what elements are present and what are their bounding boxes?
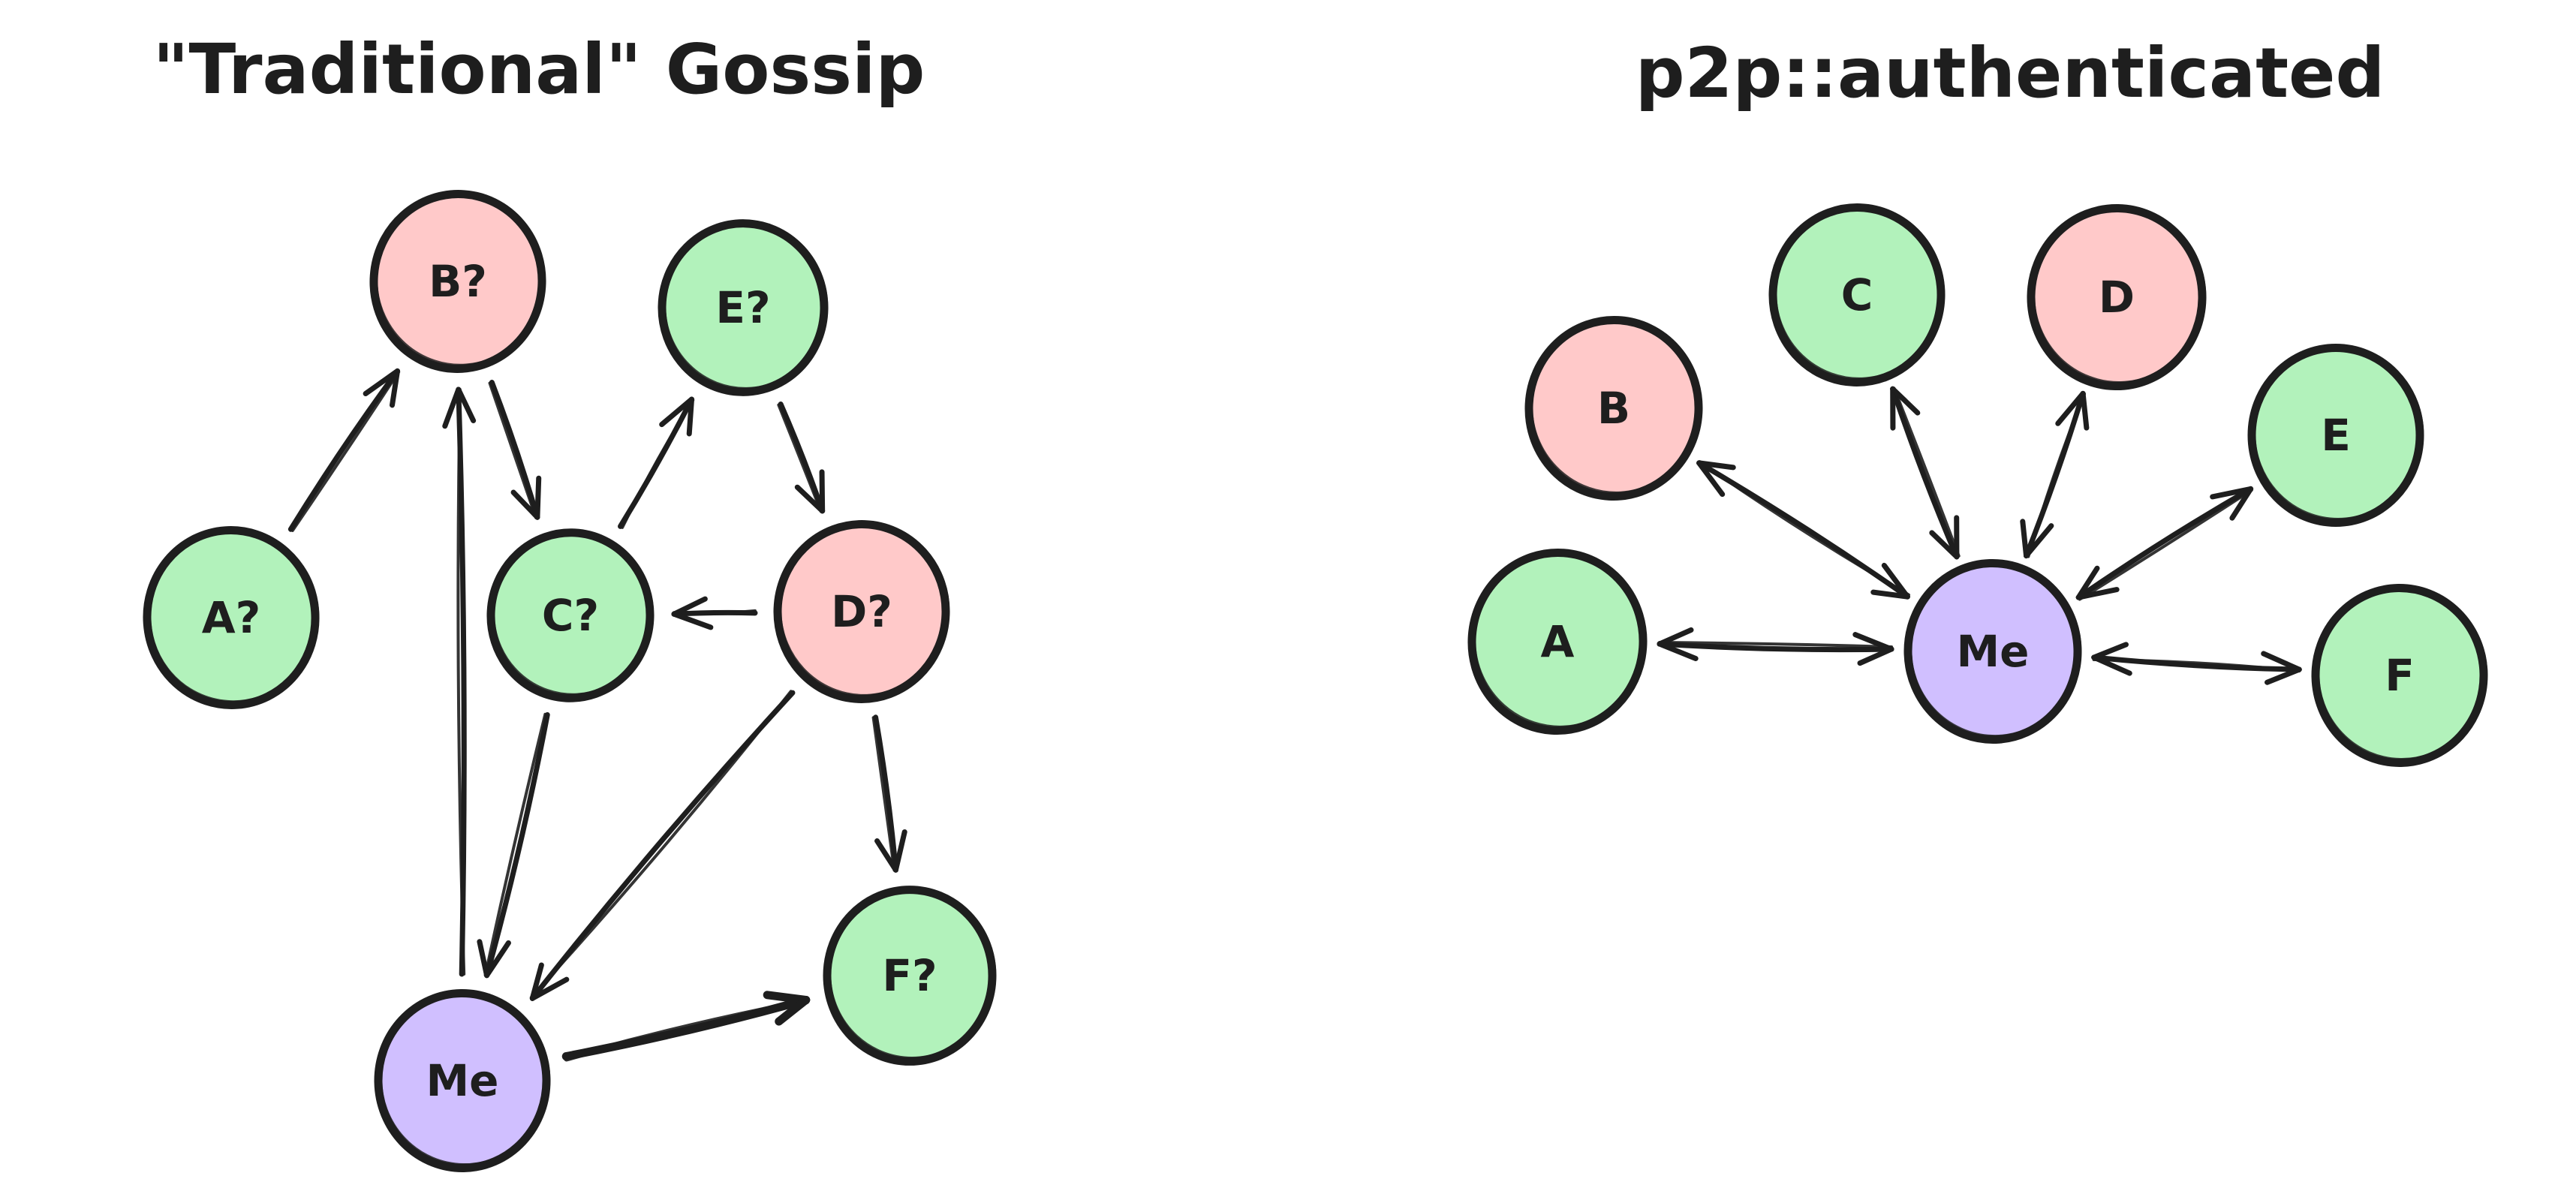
edge-me-b xyxy=(442,386,477,977)
edge-c-me xyxy=(477,711,550,979)
edge-me-a xyxy=(1657,627,1894,666)
node-label-traditional-gossip-a: A? xyxy=(202,592,261,643)
node-label-p2p-authenticated-d: D xyxy=(2099,272,2135,323)
right-diagram: A B C D E F Me xyxy=(1467,203,2488,767)
edge-me-c xyxy=(1890,386,1961,560)
node-label-p2p-authenticated-b: B xyxy=(1597,383,1630,434)
node-label-traditional-gossip-f: F? xyxy=(882,950,937,1001)
edge-a-b xyxy=(287,368,401,532)
edge-me-e xyxy=(2075,486,2254,601)
edge-d-f xyxy=(871,714,907,873)
node-p2p-authenticated-f: F xyxy=(2311,584,2488,767)
node-label-p2p-authenticated-f: F xyxy=(2385,650,2415,701)
node-label-traditional-gossip-b: B? xyxy=(429,256,487,307)
left-diagram-title: "Traditional" Gossip xyxy=(153,29,925,110)
node-label-p2p-authenticated-c: C xyxy=(1841,269,1873,320)
edge-me-f xyxy=(2091,642,2302,685)
edge-d-me xyxy=(529,690,796,1001)
node-p2p-authenticated-c: C xyxy=(1768,203,1946,386)
left-diagram: A? B? C? D? E? F? Me xyxy=(143,190,997,1172)
node-p2p-authenticated-me: Me xyxy=(1903,558,2082,744)
node-label-p2p-authenticated-e: E xyxy=(2321,410,2351,461)
node-p2p-authenticated-a: A xyxy=(1467,548,1648,735)
edge-d-c xyxy=(671,596,758,630)
node-label-traditional-gossip-me: Me xyxy=(426,1055,498,1106)
node-label-traditional-gossip-c: C? xyxy=(542,590,599,641)
node-traditional-gossip-a: A? xyxy=(143,526,320,709)
node-traditional-gossip-d: D? xyxy=(773,520,950,703)
edge-c-e xyxy=(618,396,695,529)
node-traditional-gossip-e: E? xyxy=(658,219,829,396)
node-traditional-gossip-b: B? xyxy=(369,190,546,373)
node-label-p2p-authenticated-me: Me xyxy=(1956,626,2029,677)
node-traditional-gossip-me: Me xyxy=(374,989,551,1172)
node-p2p-authenticated-b: B xyxy=(1524,315,1703,501)
node-label-traditional-gossip-e: E? xyxy=(715,282,770,333)
node-p2p-authenticated-d: D xyxy=(2027,203,2207,391)
node-traditional-gossip-c: C? xyxy=(486,528,655,702)
edge-me-b xyxy=(1696,460,1910,600)
edge-me-d xyxy=(2020,390,2090,559)
edge-e-d xyxy=(777,402,826,514)
node-traditional-gossip-f: F? xyxy=(823,886,997,1066)
node-label-traditional-gossip-d: D? xyxy=(831,586,892,637)
edge-me-f xyxy=(561,991,811,1062)
node-p2p-authenticated-e: E xyxy=(2247,344,2424,527)
edge-b-c xyxy=(488,380,542,520)
right-diagram-title: p2p::authenticated xyxy=(1636,33,2385,113)
node-label-p2p-authenticated-a: A xyxy=(1541,616,1575,667)
